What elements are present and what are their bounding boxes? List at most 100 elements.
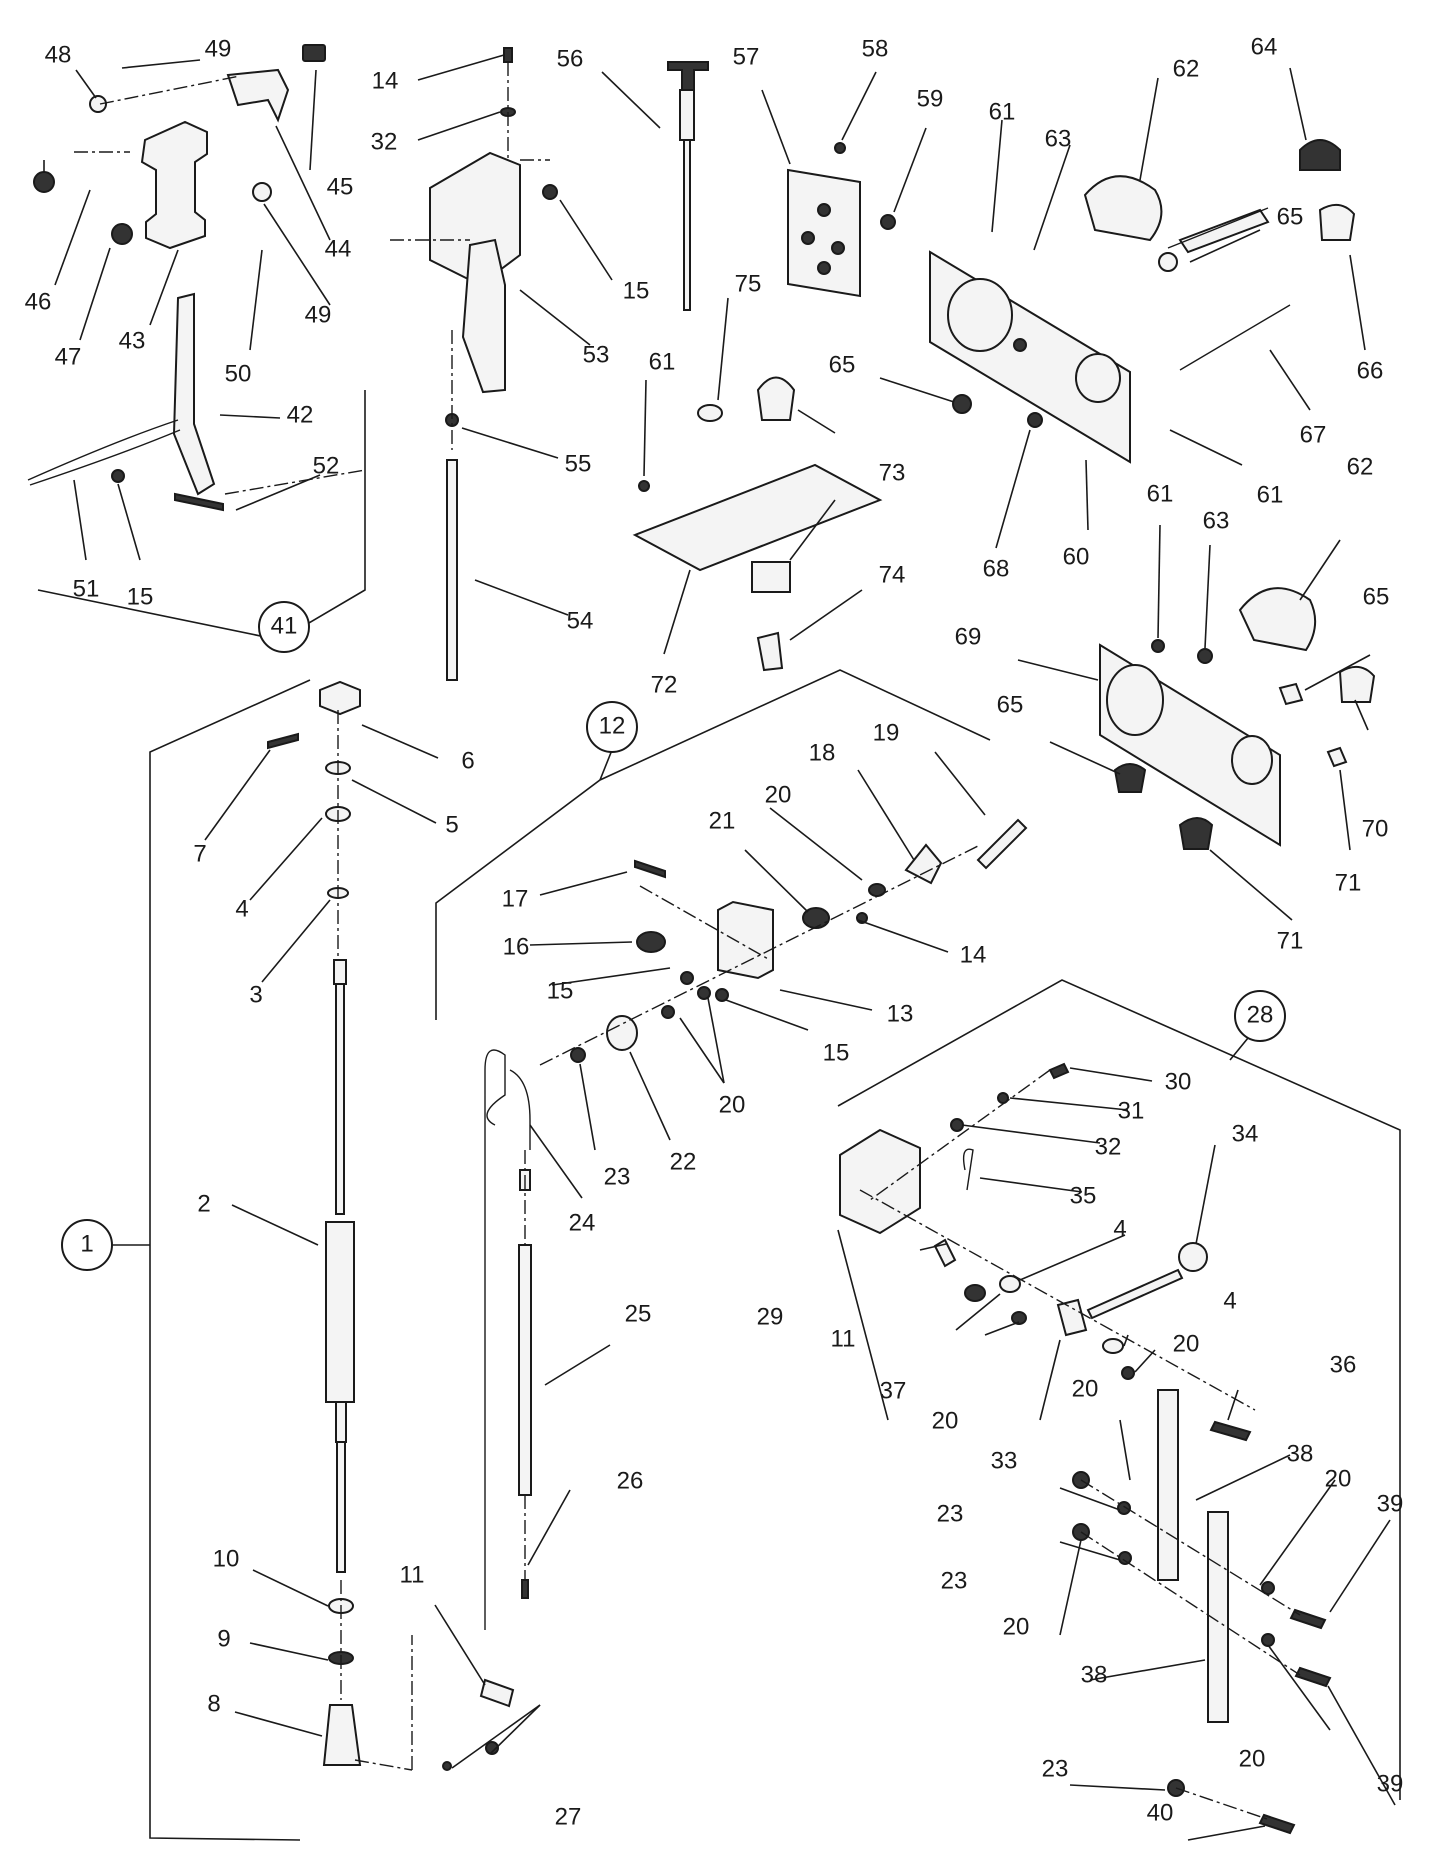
part-number-label: 70 <box>1362 815 1389 842</box>
part-number-label: 23 <box>937 1500 964 1527</box>
part-number-label: 23 <box>941 1567 968 1594</box>
part-number-label: 31 <box>1118 1097 1145 1124</box>
part-number-label: 23 <box>604 1163 631 1190</box>
part-number-label: 8 <box>207 1690 220 1717</box>
upper-gauge-panel-group <box>879 67 1366 549</box>
part-number-label: 25 <box>625 1300 652 1327</box>
part-number-label: 38 <box>1081 1661 1108 1688</box>
part-number-label: 22 <box>670 1148 697 1175</box>
part-number-label: 4 <box>1223 1287 1236 1314</box>
part-number-label: 6 <box>461 747 474 774</box>
part-number-label: 49 <box>205 35 232 62</box>
part-number-label: 36 <box>1330 1351 1357 1378</box>
part-number-label: 9 <box>217 1625 230 1652</box>
part-number-label: 69 <box>955 623 982 650</box>
part-number-label: 14 <box>372 67 399 94</box>
part-number-label: 4 <box>235 895 248 922</box>
part-number-label: 51 <box>73 575 100 602</box>
knob-rod-group <box>601 61 709 311</box>
part-number-label: 59 <box>917 85 944 112</box>
part-number-label: 26 <box>617 1467 644 1494</box>
part-number-label: 71 <box>1277 927 1304 954</box>
part-number-label: 60 <box>1063 543 1090 570</box>
part-number-label: 61 <box>649 348 676 375</box>
part-number-label: 39 <box>1377 1770 1404 1797</box>
part-number-label: 55 <box>565 450 592 477</box>
part-number-label: 67 <box>1300 421 1327 448</box>
part-number-label: 73 <box>879 459 906 486</box>
part-number-label: 16 <box>503 933 530 960</box>
part-number-label: 44 <box>325 235 352 262</box>
part-number-label: 37 <box>880 1377 907 1404</box>
bracket-cable-group <box>390 47 613 681</box>
part-number-label: 11 <box>400 1561 425 1588</box>
part-number-label: 62 <box>1173 55 1200 82</box>
part-number-label: 49 <box>305 301 332 328</box>
part-number-label: 61 <box>989 98 1016 125</box>
part-number-label: 43 <box>119 327 146 354</box>
part-number-label: 42 <box>287 401 314 428</box>
group-label-12: 12 <box>599 712 626 739</box>
part-number-label: 32 <box>1095 1133 1122 1160</box>
part-number-label: 52 <box>313 452 340 479</box>
part-number-label: 29 <box>757 1303 784 1330</box>
part-number-label: 39 <box>1377 1490 1404 1517</box>
part-number-label: 65 <box>997 691 1024 718</box>
part-number-label: 38 <box>1287 1440 1314 1467</box>
part-number-label: 11 <box>831 1325 856 1352</box>
part-number-label: 72 <box>651 671 678 698</box>
part-number-label: 40 <box>1147 1799 1174 1826</box>
part-number-label: 48 <box>45 41 72 68</box>
part-number-label: 57 <box>733 43 760 70</box>
part-number-label: 71 <box>1335 869 1362 896</box>
part-number-label: 53 <box>583 341 610 368</box>
lever-assembly-group: 28 <box>837 979 1401 1841</box>
part-number-label: 13 <box>887 1000 914 1027</box>
part-number-label: 58 <box>862 35 889 62</box>
part-number-label: 15 <box>623 277 650 304</box>
part-number-label: 34 <box>1232 1120 1259 1147</box>
part-number-label: 45 <box>327 173 354 200</box>
part-number-label: 20 <box>765 781 792 808</box>
part-number-label: 7 <box>193 840 206 867</box>
part-number-label: 65 <box>1277 203 1304 230</box>
part-number-label: 35 <box>1070 1182 1097 1209</box>
part-number-label: 2 <box>197 1190 210 1217</box>
part-number-label: 20 <box>1325 1465 1352 1492</box>
part-number-label: 3 <box>249 981 262 1008</box>
part-number-label: 74 <box>879 561 906 588</box>
part-number-label: 30 <box>1165 1068 1192 1095</box>
part-number-label: 68 <box>983 555 1010 582</box>
part-number-label: 17 <box>502 885 529 912</box>
part-number-label: 15 <box>823 1039 850 1066</box>
part-number-label: 27 <box>555 1803 582 1830</box>
group-label-1: 1 <box>80 1230 93 1257</box>
part-number-label: 61 <box>1147 480 1174 507</box>
part-number-label: 54 <box>567 607 594 634</box>
part-number-label: 20 <box>1239 1745 1266 1772</box>
part-number-label: 15 <box>547 977 574 1004</box>
switch-panel-group <box>632 297 883 672</box>
part-number-label: 56 <box>557 45 584 72</box>
part-number-label: 20 <box>1173 1330 1200 1357</box>
part-number-label: 20 <box>719 1091 746 1118</box>
part-number-label: 33 <box>991 1447 1018 1474</box>
part-number-label: 65 <box>829 351 856 378</box>
part-number-label: 46 <box>25 288 52 315</box>
part-number-label: 47 <box>55 343 82 370</box>
linkage-rod-group: 1 <box>61 679 439 1841</box>
handle-assembly-group: 41 <box>27 44 366 653</box>
lower-gauge-panel-group <box>1017 524 1376 921</box>
part-number-label: 63 <box>1045 125 1072 152</box>
part-number-label: 65 <box>1363 583 1390 610</box>
group-label-41: 41 <box>271 612 298 639</box>
part-number-label: 18 <box>809 739 836 766</box>
part-number-label: 24 <box>569 1209 596 1236</box>
part-number-label: 32 <box>371 128 398 155</box>
part-number-label: 23 <box>1042 1755 1069 1782</box>
part-number-label: 62 <box>1347 453 1374 480</box>
part-number-label: 63 <box>1203 507 1230 534</box>
part-number-label: 15 <box>127 583 154 610</box>
part-number-label: 19 <box>873 719 900 746</box>
